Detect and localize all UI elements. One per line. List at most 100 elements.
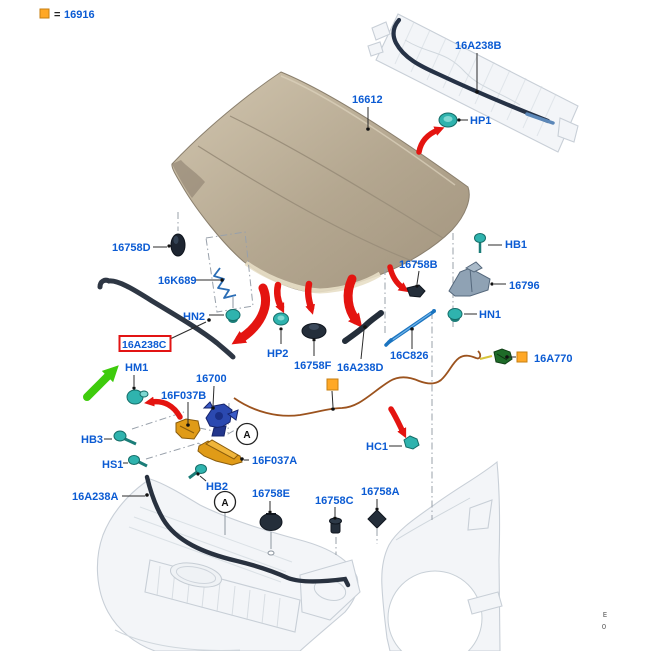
group-16F037B: 16F037B [161, 390, 206, 440]
nut-HN2 [225, 309, 241, 323]
label-16F037B[interactable]: 16F037B [161, 390, 206, 402]
cowl-panel-ghost [367, 13, 579, 153]
group-16K689: 16K689 [158, 267, 237, 299]
red-arrow-to-16A238D [343, 274, 363, 328]
label-16758A[interactable]: 16758A [361, 486, 400, 498]
group-16758A: 16758A [361, 486, 400, 529]
legend-part-number[interactable]: 16916 [64, 9, 95, 21]
label-16A238D[interactable]: 16A238D [337, 362, 384, 374]
group-16796: 16796 [448, 261, 540, 297]
group-16A238A: 16A238A [72, 474, 351, 588]
label-16A238A[interactable]: 16A238A [72, 491, 119, 503]
label-HN1[interactable]: HN1 [479, 309, 501, 321]
corner-char-2: 0 [602, 623, 606, 631]
pad-16758F [301, 323, 327, 339]
label-HC1[interactable]: HC1 [366, 441, 388, 453]
red-arrow-to-HM1 [144, 396, 183, 420]
legend-equals: = [54, 9, 60, 21]
latch-striker-HM1 [126, 389, 149, 405]
screw-HS1 [128, 455, 148, 468]
group-HN1: HN1 [447, 308, 501, 322]
callout-letter: A [221, 498, 228, 509]
group-16F037A: 16F037A [197, 439, 297, 467]
group-16758C: 16758C [315, 495, 354, 534]
callout-letter: A [243, 430, 250, 441]
corner-marks: E 0 [602, 611, 607, 631]
release-handle-16A770 [479, 348, 513, 365]
label-HN2[interactable]: HN2 [183, 311, 205, 323]
grommet-HP1 [438, 112, 458, 128]
label-16K689[interactable]: 16K689 [158, 275, 197, 287]
red-arrow-to-HP2 [273, 281, 285, 314]
grommet-HP2 [273, 312, 289, 326]
bracket-16796 [448, 261, 491, 297]
label-16612[interactable]: 16612 [352, 94, 383, 106]
label-HB1[interactable]: HB1 [505, 239, 527, 251]
group-HM1: HM1 [83, 362, 183, 420]
label-16758F[interactable]: 16758F [294, 360, 332, 372]
hood-seal-16A238C [97, 277, 236, 360]
label-HB3[interactable]: HB3 [81, 434, 103, 446]
label-16758D[interactable]: 16758D [112, 242, 151, 254]
group-16A238C: 16A238C [97, 277, 270, 360]
red-arrow-to-HC1 [388, 406, 407, 439]
group-16C826: 16C826 [384, 309, 436, 362]
label-16A238C[interactable]: 16A238C [122, 339, 167, 351]
bumper-16758D [170, 233, 186, 257]
cable-grommet-marker-square [326, 378, 339, 391]
label-16758E[interactable]: 16758E [252, 488, 290, 500]
detail-callout-A-1[interactable]: A [235, 422, 259, 446]
label-16796[interactable]: 16796 [509, 280, 540, 292]
group-HC1: HC1 [366, 406, 420, 453]
label-16758C[interactable]: 16758C [315, 495, 354, 507]
label-16758B[interactable]: 16758B [399, 259, 438, 271]
hood-release-cable [233, 350, 482, 417]
label-HP1[interactable]: HP1 [470, 115, 491, 127]
detail-callout-A-2[interactable]: A [213, 490, 237, 536]
hood-latch-16700 [202, 401, 239, 437]
clip-16758C [329, 517, 342, 534]
ford-oval-ghost [169, 562, 223, 588]
group-HS1: HS1 [102, 455, 148, 471]
label-HM1[interactable]: HM1 [125, 362, 148, 374]
bracket-16F037A [197, 439, 243, 466]
label-HP2[interactable]: HP2 [267, 348, 288, 360]
group-16758D: 16758D [112, 233, 186, 257]
prop-rod-16C826 [384, 309, 436, 347]
highlight-box-16A238C [118, 335, 172, 352]
hood-panel [171, 71, 470, 294]
red-arrow-to-16758F [304, 280, 315, 315]
nut-HN1 [447, 308, 463, 322]
legend: = 16916 [39, 8, 95, 21]
group-16758B: 16758B [387, 259, 438, 298]
label-HB2[interactable]: HB2 [206, 481, 228, 493]
legend-orange-square [39, 8, 50, 19]
label-HS1[interactable]: HS1 [102, 459, 123, 471]
group-16758E: 16758E [252, 488, 290, 556]
group-16A238D: 16A238D [337, 274, 384, 374]
group-16700: 16700 [196, 373, 239, 437]
green-arrow-to-HM1 [83, 365, 119, 401]
label-16A238B[interactable]: 16A238B [455, 40, 502, 52]
clip-HC1 [403, 435, 420, 450]
marker-square-16A770 [516, 351, 528, 363]
label-16C826[interactable]: 16C826 [390, 350, 429, 362]
pad-16758E [259, 513, 283, 531]
corner-char-1: E [603, 611, 607, 619]
red-arrow-to-16758B [387, 264, 409, 293]
fender-ghost [381, 460, 503, 651]
group-HB1: HB1 [474, 233, 527, 253]
red-arrow-to-16A238C [231, 283, 270, 345]
label-16F037A[interactable]: 16F037A [252, 455, 297, 467]
group-HB2: HB2 [188, 464, 228, 493]
label-16A770[interactable]: 16A770 [534, 353, 573, 365]
group-16612: 16612 [352, 94, 383, 131]
red-arrow-to-HP1 [416, 126, 445, 155]
group-16A238B: 16A238B [391, 17, 555, 125]
label-16700[interactable]: 16700 [196, 373, 227, 385]
group-HB3: HB3 [81, 430, 137, 446]
group-HN2: HN2 [183, 297, 241, 323]
grille-seal-16A238A [144, 474, 351, 588]
